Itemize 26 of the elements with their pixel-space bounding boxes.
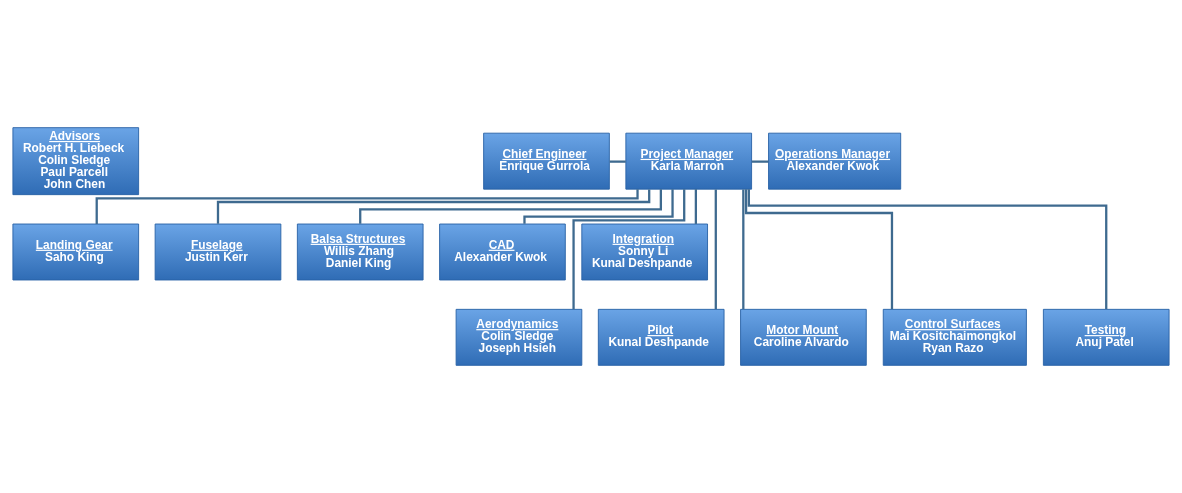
node-box: Landing Gear Saho King [12,223,140,281]
connector [216,189,651,224]
connector [714,189,717,310]
connector [609,160,626,163]
connector [747,189,1108,310]
node-box: Chief Engineer Enrique Gurrola [483,132,610,190]
connector [359,189,662,224]
node-box: Fuselage Justin Kerr [154,223,282,281]
connector [694,189,697,224]
connector [572,189,686,310]
node-box: Advisors Robert H. Liebeck Colin Sledge Paul Parcell John Chen [12,127,140,196]
node-box: Testing Anuj Patel [1042,308,1170,366]
node-box: Integration Sonny Li Kunal Deshpande [581,223,708,281]
connector [742,189,745,310]
node-box: Pilot Kunal Deshpande [597,308,725,366]
connector [744,189,894,310]
node-box: Operations Manager Alexander Kwok [768,132,902,190]
node-box: Project Manager Karla Marron [625,132,753,190]
node-box: Motor Mount Caroline Alvardo [740,308,867,366]
node-box: Control Surfaces Mai Kositchaimongkol Ryan Razo [882,308,1027,366]
connector [523,189,674,224]
node-box: Balsa Structures Willis Zhang Daniel King [296,223,424,281]
node-box: Aerodynamics Colin Sledge Joseph Hsieh [455,308,583,366]
node-box: CAD Alexander Kwok [439,223,566,281]
connector [751,160,769,163]
connector [95,189,639,224]
